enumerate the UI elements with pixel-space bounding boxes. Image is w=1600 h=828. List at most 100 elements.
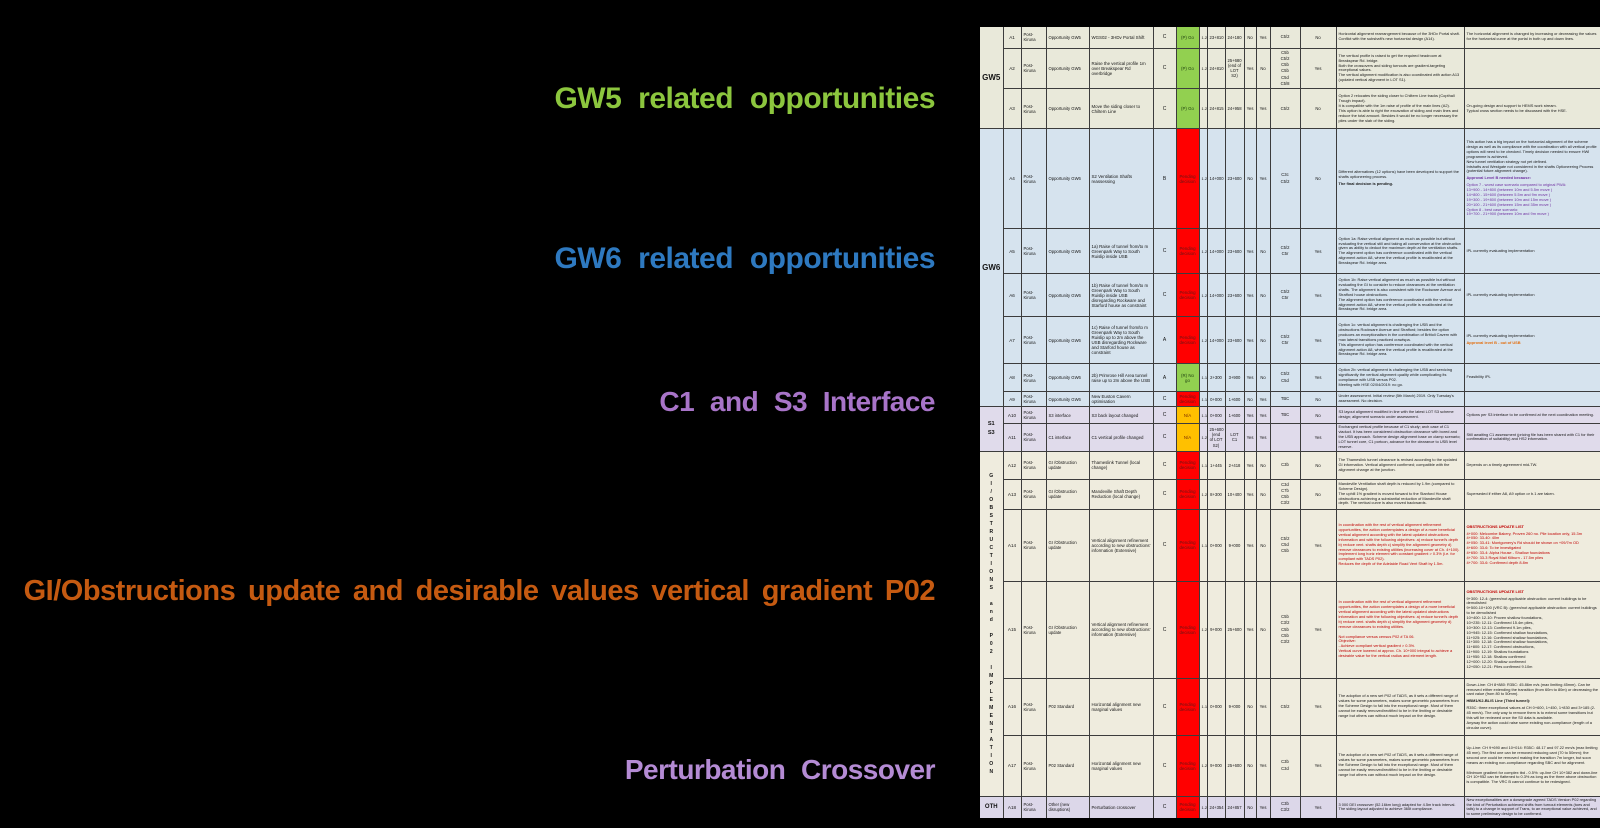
cell-codes[interactable]: C3d C7b C5b C3/2: [1269, 478, 1301, 510]
cell-category[interactable]: Opportunity GW5: [1045, 25, 1090, 49]
cell-codes[interactable]: C3b C3/2: [1269, 795, 1301, 820]
cell-impact[interactable]: 3 000 DEI crossover (52.16km long) adapt…: [1335, 795, 1465, 820]
cell-revision[interactable]: 1.2: [1198, 128, 1208, 230]
cell-description[interactable]: 1a) Raise of tunnel from/to m Greenpark …: [1088, 228, 1154, 275]
cell-comments[interactable]: On-going design and support to HEMS work…: [1463, 88, 1600, 130]
cell-comments[interactable]: Feasibility IPL: [1463, 363, 1600, 393]
cell-codes[interactable]: C3b C3d: [1269, 734, 1301, 797]
cell-chainage-to[interactable]: 23+600: [1224, 128, 1245, 230]
cell-post-kiruna[interactable]: Post-Kiruna: [1020, 508, 1047, 582]
cell-codes[interactable]: C5/2: [1269, 88, 1301, 130]
cell-id[interactable]: A8: [1002, 363, 1022, 393]
cell-description[interactable]: Vertical alignment refinement according …: [1088, 508, 1154, 582]
cell-flag-approval[interactable]: Yes: [1299, 228, 1337, 275]
cell-description[interactable]: 1b) Raise of tunnel from/to m Greenpark …: [1088, 273, 1154, 318]
cell-impact[interactable]: Mandeville Ventilation shaft depth is re…: [1335, 478, 1465, 510]
cell-impact[interactable]: The Thameslink tunnel clearance is revis…: [1335, 450, 1465, 480]
cell-flag-down-line[interactable]: Yes: [1255, 423, 1271, 452]
cell-chainage-from[interactable]: 14+000: [1206, 128, 1226, 230]
cell-flag-approval[interactable]: No: [1299, 478, 1337, 510]
cell-impact[interactable]: Option 1b: Raise vertical alignment as m…: [1335, 273, 1465, 318]
cell-chainage-to[interactable]: 24+958: [1224, 88, 1245, 130]
cell-category[interactable]: Opportunity GW6: [1045, 128, 1090, 230]
cell-category[interactable]: Opportunity GW5: [1045, 88, 1090, 130]
cell-status[interactable]: Pending decision: [1175, 795, 1200, 820]
cell-id[interactable]: A7: [1002, 316, 1022, 365]
cell-flag-up-line[interactable]: Yes: [1243, 580, 1257, 679]
cell-chainage-from[interactable]: 23+810: [1206, 25, 1226, 49]
cell-chainage-to[interactable]: 9+000: [1224, 677, 1245, 736]
cell-revision[interactable]: 1.2: [1198, 47, 1208, 90]
cell-post-kiruna[interactable]: Post-Kiruna: [1020, 677, 1047, 736]
cell-chainage-to[interactable]: 1+600: [1224, 406, 1245, 425]
group-label-gw5[interactable]: GW5: [978, 25, 1004, 130]
cell-class[interactable]: C: [1152, 25, 1177, 49]
cell-description[interactable]: 2b) Primrose Hill Area tunnel raise up t…: [1088, 363, 1154, 393]
cell-flag-approval[interactable]: Yes: [1299, 795, 1337, 820]
cell-flag-approval[interactable]: No: [1299, 391, 1337, 408]
cell-comments[interactable]: This action has a big impact on the hori…: [1463, 128, 1600, 230]
cell-id[interactable]: A4: [1002, 128, 1022, 230]
cell-category[interactable]: S3 interface: [1045, 406, 1090, 425]
cell-codes[interactable]: C5/2 C5r: [1269, 273, 1301, 318]
cell-chainage-from[interactable]: 14+000: [1206, 228, 1226, 275]
cell-id[interactable]: A17: [1002, 734, 1022, 797]
cell-impact[interactable]: Option 2 relocates the siding closer to …: [1335, 88, 1465, 130]
cell-class[interactable]: C: [1152, 450, 1177, 480]
cell-description[interactable]: Perturbation crossover: [1088, 795, 1154, 820]
cell-chainage-from[interactable]: 0+000: [1206, 391, 1226, 408]
cell-flag-approval[interactable]: Yes: [1299, 734, 1337, 797]
cell-id[interactable]: A1: [1002, 25, 1022, 49]
cell-id[interactable]: A2: [1002, 47, 1022, 90]
cell-revision[interactable]: 1.2: [1198, 228, 1208, 275]
cell-flag-down-line[interactable]: Yes: [1255, 406, 1271, 425]
cell-chainage-to[interactable]: 24+180: [1224, 25, 1245, 49]
cell-class[interactable]: C: [1152, 88, 1177, 130]
cell-category[interactable]: Opportunity GW6: [1045, 363, 1090, 393]
cell-chainage-from[interactable]: 9+000: [1206, 734, 1226, 797]
cell-impact[interactable]: In coordination with the rest of vertica…: [1335, 508, 1465, 582]
cell-status[interactable]: Pending decision: [1175, 316, 1200, 365]
cell-class[interactable]: C: [1152, 508, 1177, 582]
cell-flag-up-line[interactable]: Yes: [1243, 273, 1257, 318]
cell-chainage-to[interactable]: 23+600: [1224, 228, 1245, 275]
group-label-oth[interactable]: OTH: [978, 795, 1004, 820]
cell-flag-approval[interactable]: No: [1299, 128, 1337, 230]
cell-flag-down-line[interactable]: Yes: [1255, 391, 1271, 408]
cell-class[interactable]: C: [1152, 406, 1177, 425]
cell-flag-up-line[interactable]: No: [1243, 677, 1257, 736]
cell-category[interactable]: Opportunity GW6: [1045, 228, 1090, 275]
cell-revision[interactable]: 1.2: [1198, 88, 1208, 130]
cell-impact[interactable]: Different alternatives (12 options) have…: [1335, 128, 1465, 230]
cell-chainage-to[interactable]: 25+680 (end of LOT S2): [1224, 47, 1245, 90]
cell-description[interactable]: Thameslink Tunnel (local change): [1088, 450, 1154, 480]
cell-id[interactable]: A10: [1002, 406, 1022, 425]
cell-id[interactable]: A12: [1002, 450, 1022, 480]
cell-class[interactable]: C: [1152, 228, 1177, 275]
cell-id[interactable]: A16: [1002, 677, 1022, 736]
cell-category[interactable]: Opportunity GW6: [1045, 316, 1090, 365]
cell-revision[interactable]: 1.1: [1198, 363, 1208, 393]
cell-class[interactable]: B: [1152, 128, 1177, 230]
cell-flag-approval[interactable]: Yes: [1299, 363, 1337, 393]
cell-flag-down-line[interactable]: Yes: [1255, 677, 1271, 736]
cell-comments[interactable]: IPL currently evaluating implementation: [1463, 228, 1600, 275]
cell-category[interactable]: Opportunity GW6: [1045, 273, 1090, 318]
cell-post-kiruna[interactable]: Post-Kiruna: [1020, 423, 1047, 452]
cell-flag-up-line[interactable]: No: [1243, 795, 1257, 820]
cell-class[interactable]: C: [1152, 391, 1177, 408]
cell-flag-approval[interactable]: No: [1299, 406, 1337, 425]
cell-class[interactable]: C: [1152, 478, 1177, 510]
cell-comments[interactable]: The horizontal alignment is changed by i…: [1463, 25, 1600, 49]
cell-class[interactable]: C: [1152, 580, 1177, 679]
cell-flag-up-line[interactable]: No: [1243, 391, 1257, 408]
cell-post-kiruna[interactable]: Post-Kiruna: [1020, 478, 1047, 510]
cell-revision[interactable]: 1.2: [1198, 25, 1208, 49]
cell-codes[interactable]: C5/2 C5d C5b: [1269, 508, 1301, 582]
cell-status[interactable]: N/A: [1175, 423, 1200, 452]
cell-class[interactable]: C: [1152, 734, 1177, 797]
cell-chainage-to[interactable]: 25+600: [1224, 734, 1245, 797]
cell-post-kiruna[interactable]: Post-Kiruna: [1020, 450, 1047, 480]
cell-impact[interactable]: Under assessment. Initial review (5th Ma…: [1335, 391, 1465, 408]
